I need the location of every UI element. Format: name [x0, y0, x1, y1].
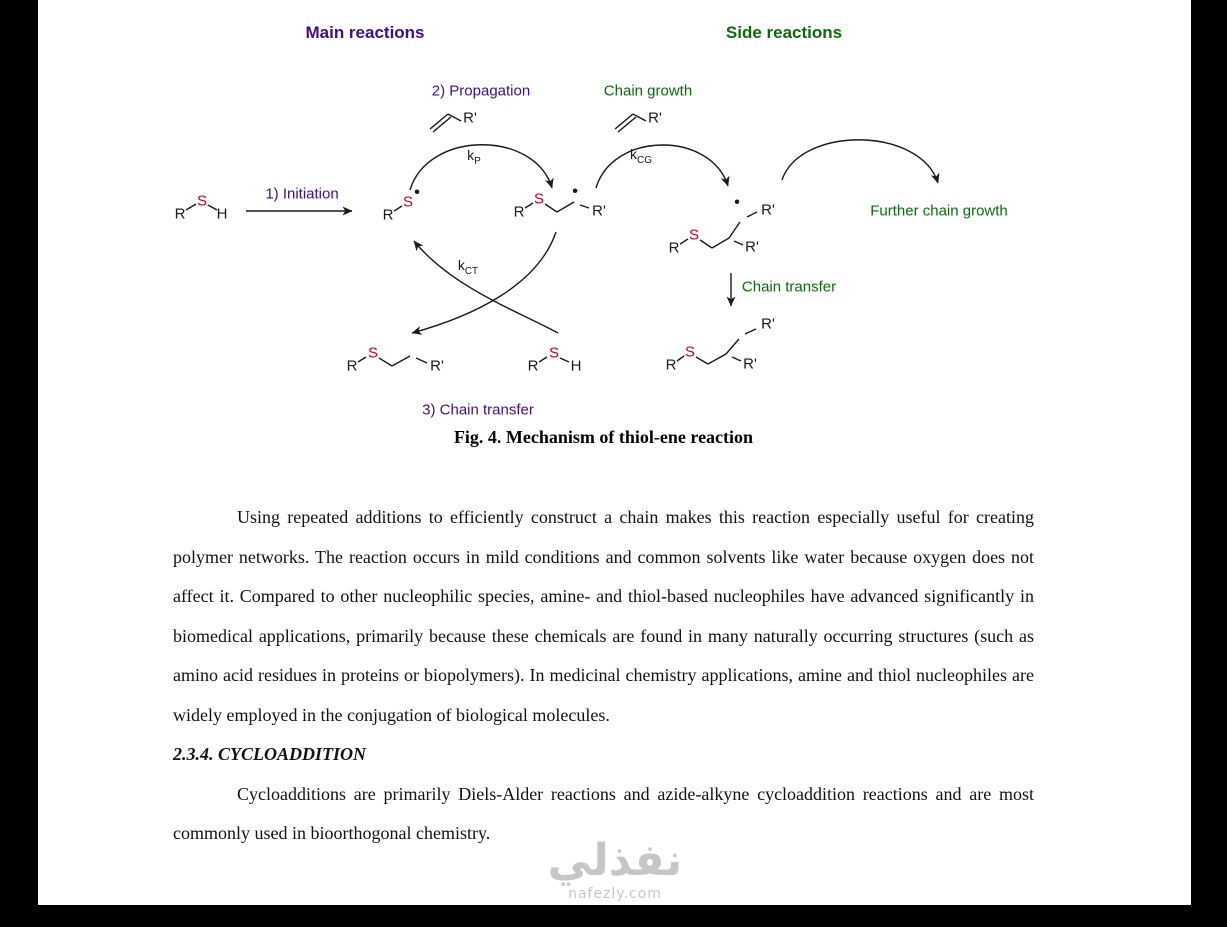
- atom-r: R: [668, 239, 680, 257]
- atom-h: H: [570, 357, 582, 375]
- watermark-logo-text: نفذلي: [547, 835, 683, 886]
- atom-s: S: [367, 344, 379, 362]
- side-reactions-header: Side reactions: [725, 23, 843, 42]
- atom-r-prime: R': [463, 109, 477, 127]
- atom-s: S: [402, 193, 414, 211]
- kp-sub: P: [474, 155, 481, 167]
- viewer-letterbox-left: [0, 0, 38, 927]
- kct-base: k: [457, 257, 465, 274]
- viewer-letterbox-right: [1191, 0, 1227, 927]
- chain-growth-label: Chain growth: [603, 82, 693, 100]
- chain-transfer-main-label: 3) Chain transfer: [422, 401, 534, 419]
- paragraph-cycloaddition: Cycloadditions are primarily Diels-Alder…: [173, 783, 1034, 844]
- main-reactions-header: Main reactions: [305, 23, 425, 42]
- rate-constant-kct: kCT: [458, 257, 478, 277]
- atom-r-prime: R': [745, 238, 759, 256]
- atom-r: R: [527, 357, 539, 375]
- section-heading-cycloaddition: 2.3.4. CYCLOADDITION: [173, 744, 367, 764]
- atom-s: S: [196, 192, 208, 210]
- watermark: نفذلي nafezly.com: [510, 835, 720, 903]
- propagation-label: 2) Propagation: [431, 82, 531, 100]
- paper-page: Main reactions Side reactions 2) Propaga…: [38, 0, 1191, 905]
- rate-constant-kp: kP: [467, 147, 481, 167]
- reaction-scheme-graphics: [185, 113, 940, 367]
- atom-r: R: [346, 357, 358, 375]
- radical-dot: •: [572, 183, 578, 200]
- atom-r: R: [382, 206, 394, 224]
- atom-r: R: [665, 356, 677, 374]
- bond-lines: [185, 113, 758, 367]
- kct-sub: CT: [464, 265, 479, 277]
- atom-s: S: [688, 226, 700, 244]
- rate-constant-kcg: kCG: [630, 146, 652, 166]
- atom-s: S: [548, 344, 560, 362]
- figure-caption: Fig. 4. Mechanism of thiol-ene reaction: [453, 427, 754, 447]
- chain-transfer-side-label: Chain transfer: [741, 278, 837, 296]
- paragraph-thiol-ene: Using repeated additions to efficiently …: [173, 507, 1034, 725]
- atom-r-prime: R': [761, 315, 775, 333]
- initiation-label: 1) Initiation: [265, 185, 339, 203]
- reaction-arrows: [246, 139, 940, 335]
- atom-s: S: [533, 190, 545, 208]
- atom-r-prime: R': [743, 355, 757, 373]
- viewer-letterbox-bottom: [0, 905, 1227, 927]
- atom-r-prime: R': [648, 109, 662, 127]
- radical-dot: •: [414, 184, 420, 201]
- kp-base: k: [467, 147, 475, 164]
- watermark-url-text: nafezly.com: [568, 886, 662, 902]
- atom-r-prime: R': [592, 202, 606, 220]
- atom-r-prime: R': [430, 357, 444, 375]
- body-text: Using repeated additions to efficiently …: [173, 498, 1034, 854]
- atom-s: S: [684, 343, 696, 361]
- atom-r-prime: R': [761, 201, 775, 219]
- kcg-base: k: [630, 146, 637, 163]
- kcg-sub: CG: [637, 154, 652, 166]
- atom-r: R: [513, 203, 525, 221]
- further-chain-growth-label: Further chain growth: [870, 202, 1008, 220]
- atom-h: H: [216, 205, 228, 223]
- atom-r: R: [174, 205, 186, 223]
- radical-dot: •: [734, 194, 740, 211]
